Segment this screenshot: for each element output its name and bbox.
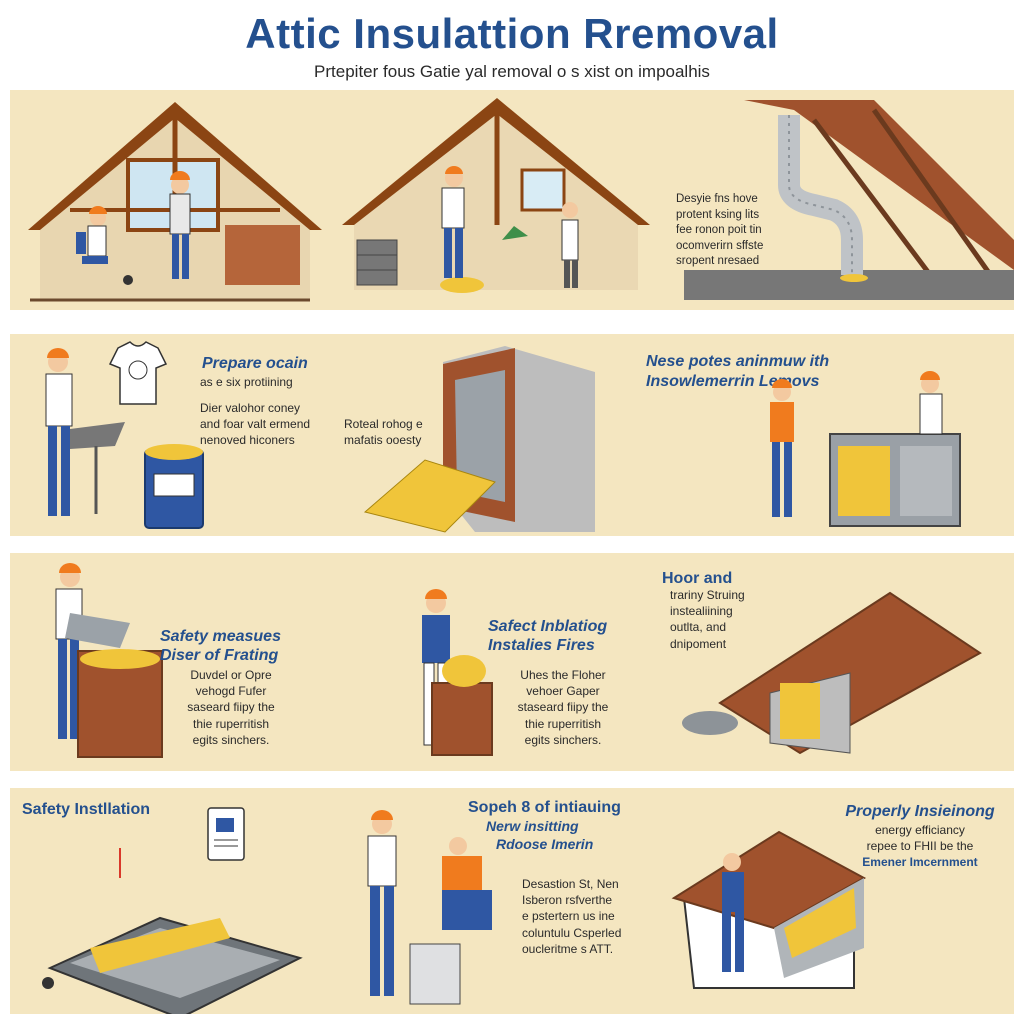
row4-mid-sub1: Nerw insitting (486, 818, 579, 834)
row3-left-heading: Safety measues Diser of Frating (160, 628, 281, 665)
insulation-box-illustration (363, 346, 595, 533)
worker-bin-illustration (55, 563, 163, 758)
row3-mid-body: Uhes the Floher vehoer Gaper staseard fi… (517, 668, 609, 747)
attic-scene-1-illustration (28, 102, 322, 302)
row3-left-body: Duvdel or Opre vehogd Fufer saseard fiip… (187, 668, 275, 747)
row4-mid-body: Desastion St, Nen Isberon rsfverthe e ps… (522, 877, 622, 956)
attic-scene-3-illustration (684, 100, 1014, 300)
page-subtitle: Prtepiter fous Gatie yal removal o s xis… (314, 62, 710, 81)
workers-machine-illustration (770, 371, 961, 527)
row2-mid-body: Roteal rohog e mafatis ooesty (344, 417, 423, 448)
panel-row-3: Safety measues Diser of Frating Duvdel o… (10, 553, 1014, 771)
row4-left-heading: Safety Instllation (22, 801, 151, 818)
row3-mid-heading: Safect Inblatiog Instalies Fires (488, 618, 608, 655)
disposal-bin-icon (144, 444, 204, 529)
panel-row-4: Safety Instllation Sopeh 8 of intiauing … (10, 788, 1014, 1014)
worker-sack-illustration (422, 589, 493, 756)
document-icon (207, 807, 245, 861)
attic-scene-2-illustration (342, 98, 650, 293)
row3-right-body: trariny Struing instealiining outlta, an… (670, 588, 745, 651)
row1-caption: Desyie fns hove protent ksing lits fee r… (676, 193, 764, 268)
page-title: Attic Insulattion Rremoval (245, 10, 779, 57)
worker-sorting-illustration (45, 348, 125, 516)
row4-right-body: energy efficiancy repee to FHII be the E… (862, 823, 978, 870)
row2-left-sub: as e six protiining (200, 375, 293, 389)
panel-row-1: Desyie fns hove protent ksing lits fee r… (10, 90, 1014, 310)
house-illustration (671, 830, 867, 989)
panel-row-2: Prepare ocain as e six protiining Dier v… (10, 334, 1014, 536)
tshirt-icon (108, 341, 168, 405)
row4-right-heading: Properly Insieinong (845, 803, 995, 820)
roof-box-illustration (682, 591, 982, 755)
workers-cart-illustration (367, 810, 492, 1005)
row2-left-heading: Prepare ocain (202, 355, 308, 372)
row4-mid-heading: Sopeh 8 of intiauing (468, 799, 621, 816)
row4-mid-sub2: Rdoose Imerin (496, 836, 594, 852)
insulation-tray-illustration (42, 848, 303, 1014)
row3-right-heading: Hoor and (662, 570, 733, 587)
row2-left-body: Dier valohor coney and foar valt ermend … (200, 401, 311, 448)
